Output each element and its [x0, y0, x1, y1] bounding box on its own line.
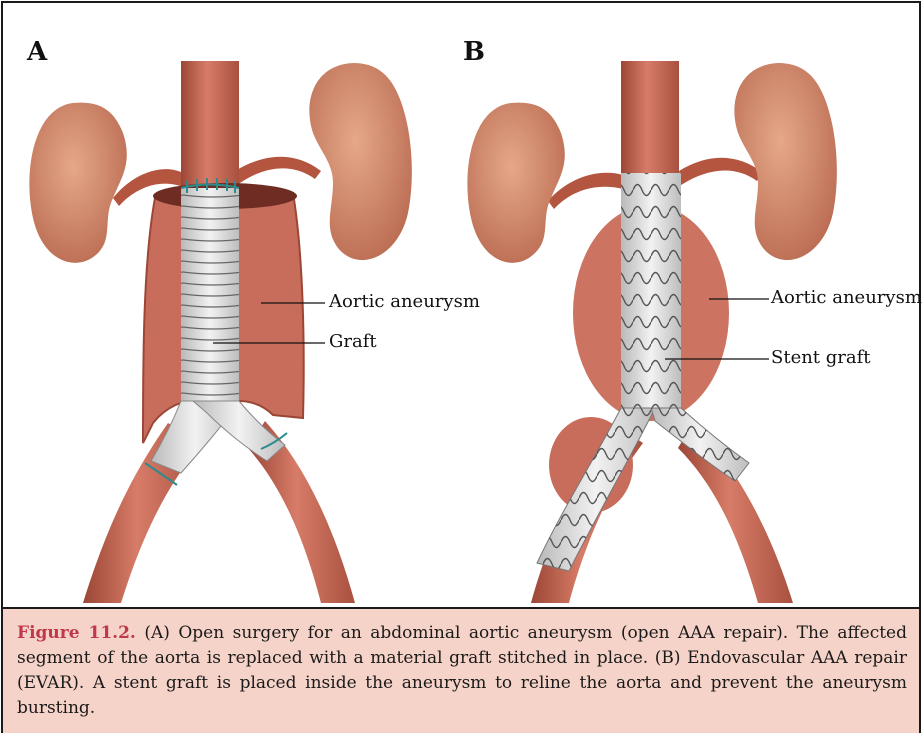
callout-graft: Graft	[329, 331, 377, 352]
kidney-left-a	[29, 103, 126, 263]
panel-a-label: A	[27, 37, 47, 67]
panel-b-label: B	[463, 37, 485, 67]
figure-number: Figure 11.2.	[17, 623, 136, 643]
caption-text: (A) Open surgery for an abdominal aortic…	[17, 623, 907, 718]
kidney-right-a	[309, 63, 411, 260]
panel-b-artwork	[467, 61, 836, 603]
right-renal-artery-b	[679, 158, 763, 185]
callout-aortic-aneurysm-a: Aortic aneurysm	[329, 291, 480, 312]
callout-aortic-aneurysm-b: Aortic aneurysm	[771, 287, 922, 308]
kidney-right-b	[734, 63, 836, 260]
right-renal-artery	[235, 157, 321, 185]
figure-caption: Figure 11.2. (A) Open surgery for an abd…	[3, 607, 919, 733]
callout-stent-graft: Stent graft	[771, 347, 871, 368]
upper-aorta	[181, 61, 239, 191]
kidney-left-b	[467, 103, 564, 263]
